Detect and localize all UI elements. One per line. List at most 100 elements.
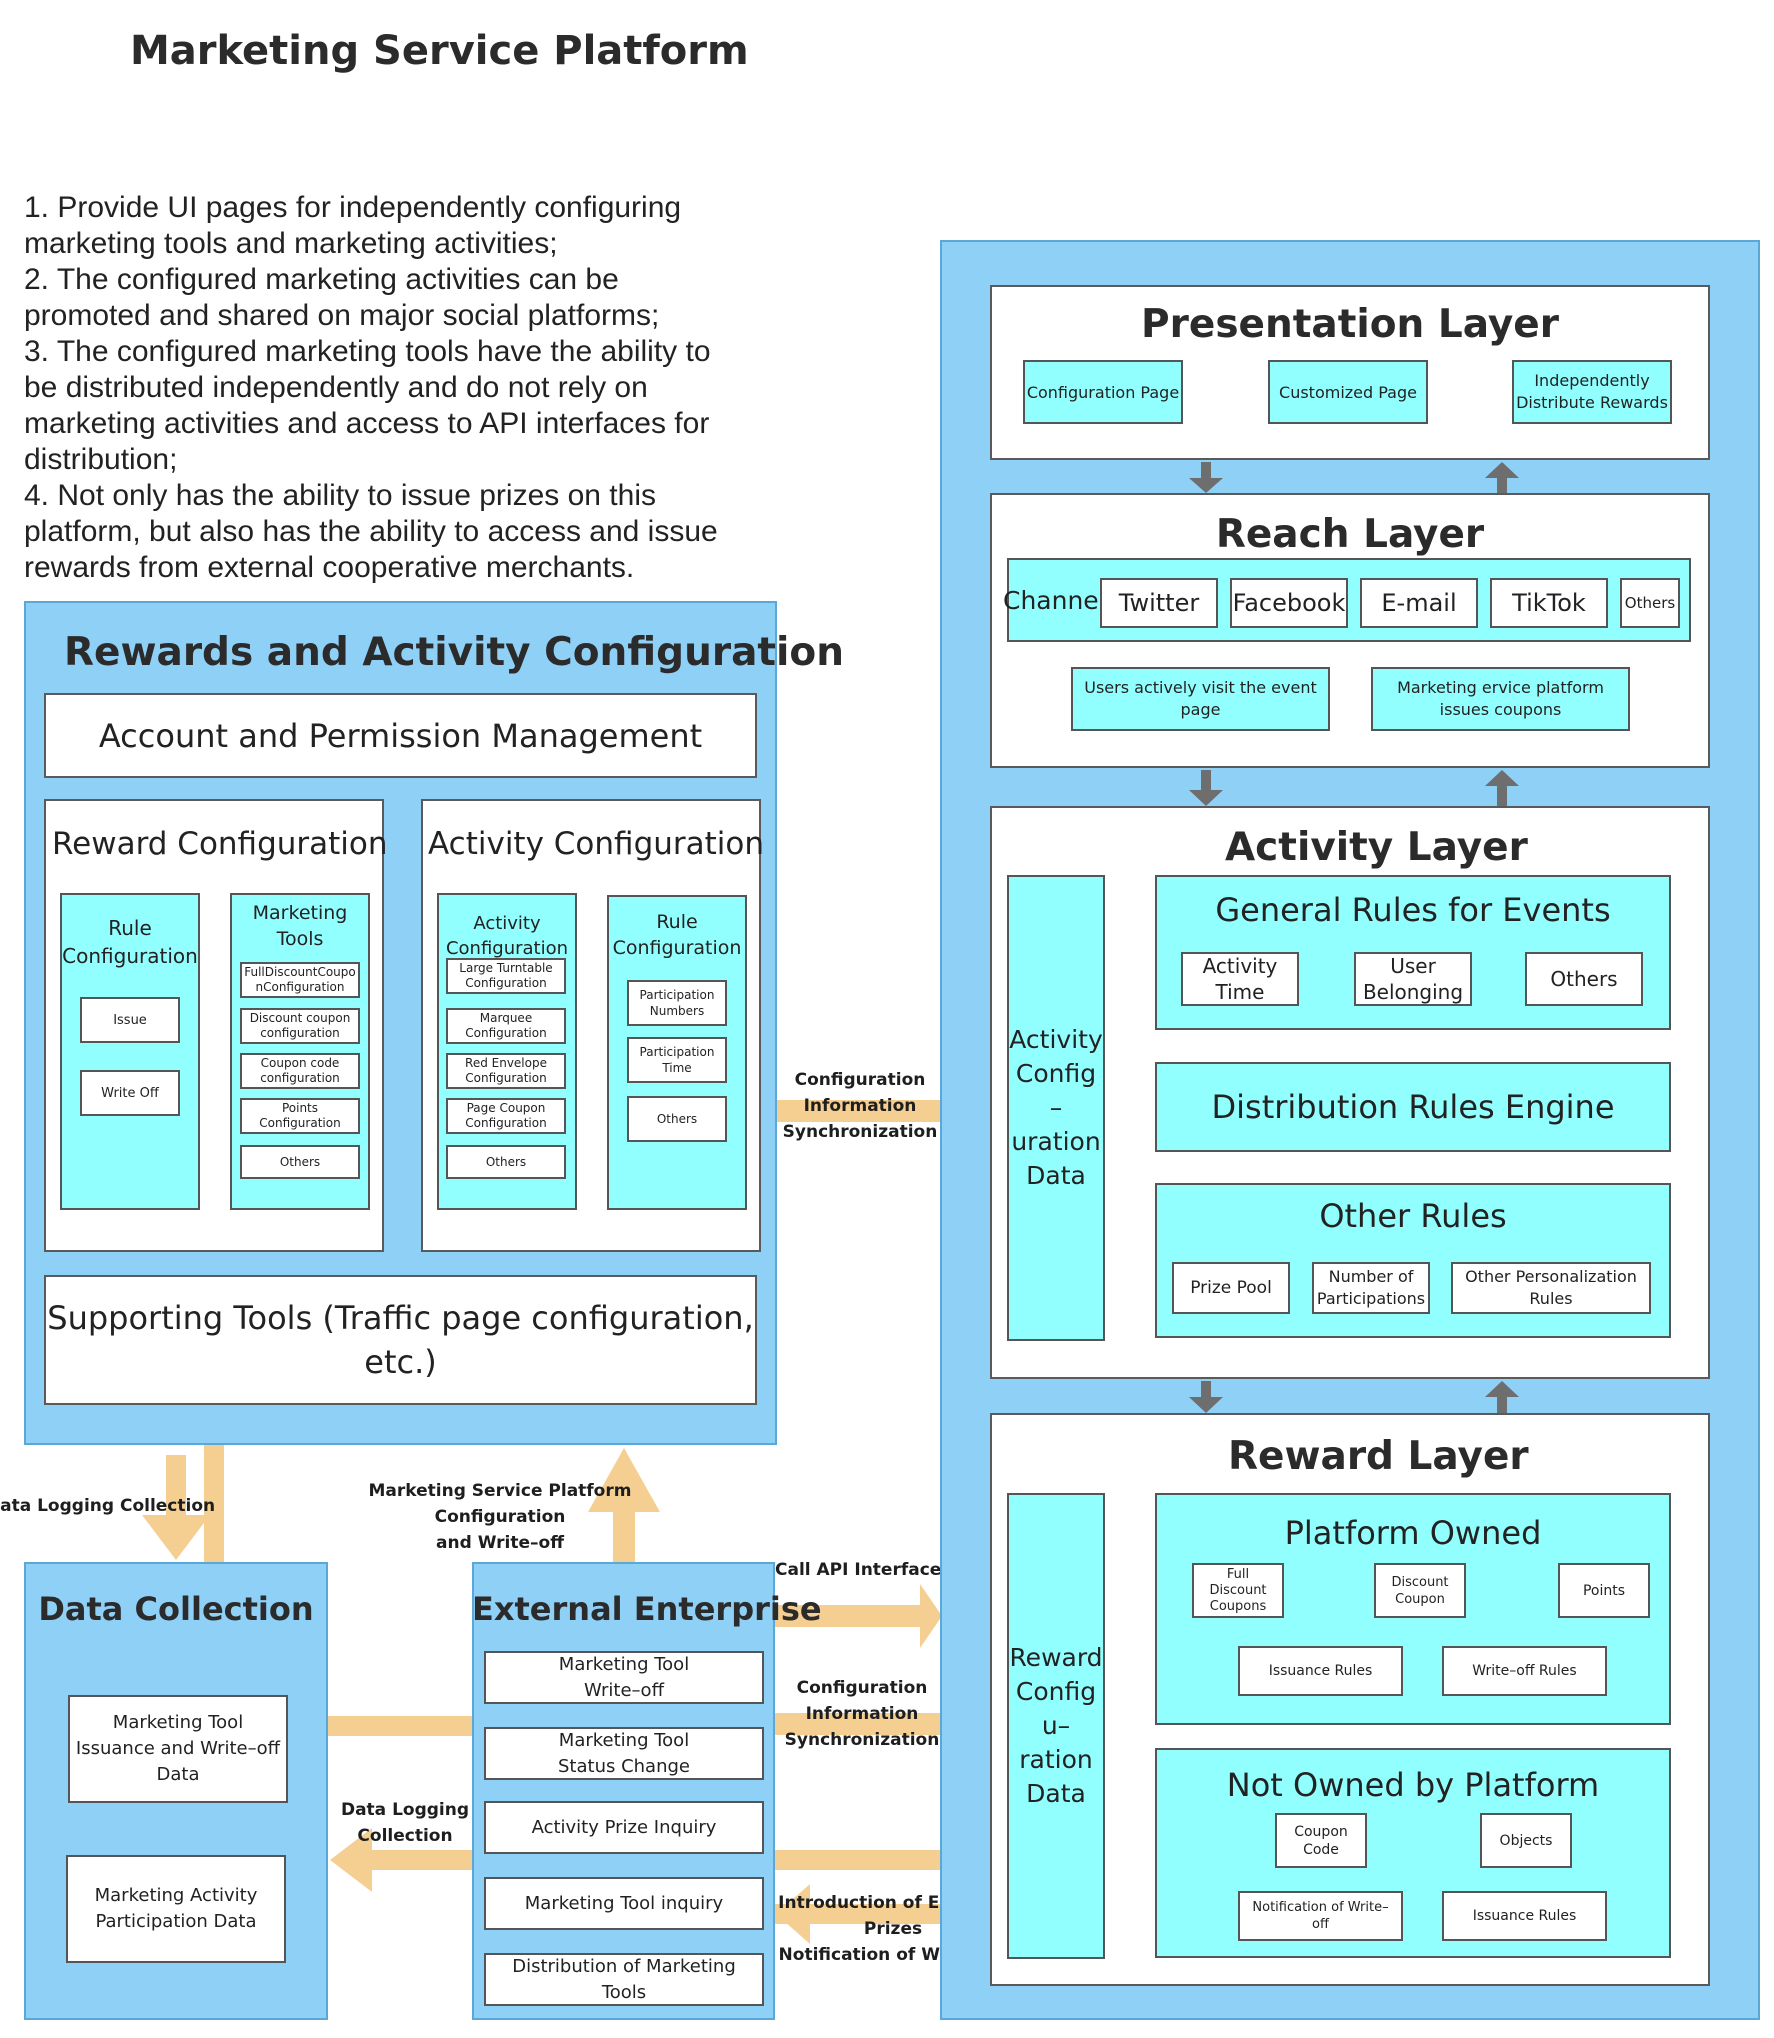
arrowhead-external-up xyxy=(588,1448,660,1512)
activity-time-item[interactable]: Activity Time xyxy=(1181,952,1299,1006)
description-line: promoted and shared on major social plat… xyxy=(24,299,660,332)
rule-config-others-item[interactable]: Others xyxy=(627,1096,727,1142)
description-line: 1. Provide UI pages for independently co… xyxy=(24,191,682,224)
title-line: Configuration xyxy=(612,937,742,959)
item-line: Configuration xyxy=(259,1116,341,1130)
item-line: Configuration Page xyxy=(1026,382,1180,402)
participation-time-item[interactable]: Participation Time xyxy=(627,1037,727,1083)
tool-writeoff-item[interactable]: Marketing Tool Write–off xyxy=(484,1651,764,1704)
activity-layer-title: Activity Layer xyxy=(1225,825,1528,870)
item-line: Full xyxy=(1226,1566,1250,1582)
platform-issuance-rules-item[interactable]: Issuance Rules xyxy=(1238,1646,1403,1696)
others-channel[interactable]: Others xyxy=(1620,578,1680,628)
item-line: Objects xyxy=(1499,1832,1553,1849)
write-off-item[interactable]: Write Off xyxy=(80,1070,180,1116)
description-line: platform, but also has the ability to ac… xyxy=(24,515,718,548)
activity-prize-inquiry-item[interactable]: Activity Prize Inquiry xyxy=(484,1801,764,1854)
item-line: Users actively visit the event xyxy=(1084,678,1317,697)
general-rules-others-item[interactable]: Others xyxy=(1525,952,1643,1006)
facebook-channel[interactable]: Facebook xyxy=(1230,578,1348,628)
notification-writeoff-item[interactable]: Notification of Write– off xyxy=(1238,1891,1403,1941)
description-line: 4. Not only has the ability to issue pri… xyxy=(24,479,656,512)
activity-config-others-item[interactable]: Others xyxy=(446,1145,566,1179)
description-line: distribution; xyxy=(24,443,178,476)
reward-configuration-title: Reward Configuration xyxy=(52,826,388,862)
page-coupon-config-item[interactable]: Page Coupon Configuration xyxy=(446,1098,566,1134)
column-line: uration xyxy=(1011,1127,1101,1156)
config-sync-top-label: Configuration Information Synchronizatio… xyxy=(740,1067,980,1145)
issue-item[interactable]: Issue xyxy=(80,997,180,1043)
red-envelope-config-item[interactable]: Red Envelope Configuration xyxy=(446,1053,566,1089)
item-line: Time xyxy=(662,1061,692,1075)
account-permission-label: Account and Permission Management xyxy=(98,716,703,755)
item-line: Others xyxy=(656,1112,698,1126)
distribution-tools-item[interactable]: Distribution of Marketing Tools xyxy=(484,1953,764,2006)
customized-page-item[interactable]: Customized Page xyxy=(1268,360,1428,424)
account-permission-box[interactable]: Account and Permission Management xyxy=(44,693,757,778)
column-line: Data xyxy=(1026,1161,1086,1190)
email-channel[interactable]: E-mail xyxy=(1360,578,1478,628)
points-config-item[interactable]: Points Configuration xyxy=(240,1098,360,1134)
item-line: Customized Page xyxy=(1279,382,1417,402)
rule-configuration-box xyxy=(60,893,200,1210)
users-visit-event-item[interactable]: Users actively visit the event page xyxy=(1071,667,1330,731)
external-issuance-rules-item[interactable]: Issuance Rules xyxy=(1442,1891,1607,1941)
discount-coupon-item[interactable]: Discount Coupon xyxy=(1374,1563,1466,1618)
full-discount-coupons-item[interactable]: Full Discount Coupons xyxy=(1192,1563,1284,1618)
data-collection-title: Data Collection xyxy=(38,1590,314,1628)
item-line: Coupon xyxy=(1294,1823,1348,1840)
reward-layer-title: Reward Layer xyxy=(1228,1434,1529,1479)
item-line: Distribution of Marketing xyxy=(512,1955,736,1977)
configuration-page-item[interactable]: Configuration Page xyxy=(1023,360,1183,424)
prize-pool-item[interactable]: Prize Pool xyxy=(1172,1262,1290,1314)
points-item[interactable]: Points xyxy=(1558,1563,1650,1618)
title-line: Rule xyxy=(108,916,152,940)
platform-owned-title: Platform Owned xyxy=(1284,1514,1542,1552)
tool-inquiry-item[interactable]: Marketing Tool inquiry xyxy=(484,1877,764,1930)
item-line: Belonging xyxy=(1362,980,1464,1004)
column-line: u– xyxy=(1041,1711,1071,1740)
independently-distribute-rewards-item[interactable]: Independently Distribute Rewards xyxy=(1512,360,1672,424)
coupon-code-config-item[interactable]: Coupon code configuration xyxy=(240,1053,360,1089)
objects-item[interactable]: Objects xyxy=(1480,1813,1572,1868)
external-enterprise-panel xyxy=(472,1562,775,2020)
participation-numbers-item[interactable]: Participation Numbers xyxy=(627,980,727,1026)
item-line: Discount coupon xyxy=(249,1011,351,1025)
fulldiscount-coupon-config-item[interactable]: FullDiscountCoupo nConfiguration xyxy=(240,962,360,998)
item-line: Issuance and Write–off xyxy=(75,1738,281,1759)
item-line: Participation xyxy=(639,988,715,1002)
marquee-config-item[interactable]: Marquee Configuration xyxy=(446,1008,566,1044)
activity-participation-data-box[interactable]: Marketing Activity Participation Data xyxy=(66,1855,286,1963)
item-line: Time xyxy=(1215,980,1265,1004)
tiktok-channel[interactable]: TikTok xyxy=(1490,578,1608,628)
discount-coupon-config-item[interactable]: Discount coupon configuration xyxy=(240,1008,360,1044)
column-line: – xyxy=(1049,1093,1063,1122)
large-turntable-config-item[interactable]: Large Turntable Configuration xyxy=(446,958,566,994)
platform-issues-coupons-item[interactable]: Marketing ervice platform issues coupons xyxy=(1371,667,1630,731)
item-line: Write–off Rules xyxy=(1472,1663,1577,1679)
user-belonging-item[interactable]: User Belonging xyxy=(1354,952,1472,1006)
item-line: configuration xyxy=(260,1026,340,1040)
tool-issuance-writeoff-data-box[interactable]: Marketing Tool Issuance and Write–off Da… xyxy=(68,1695,288,1803)
platform-writeoff-rules-item[interactable]: Write–off Rules xyxy=(1442,1646,1607,1696)
external-enterprise-title: External Enterprise xyxy=(472,1590,822,1628)
item-line: Discount xyxy=(1391,1574,1449,1590)
item-line: Notification of Write– xyxy=(1252,1900,1389,1915)
description-line: 2. The configured marketing activities c… xyxy=(24,263,619,296)
channel-label: Channel xyxy=(1003,586,1106,615)
item-line: Issuance Rules xyxy=(1472,1908,1577,1924)
supporting-tools-box[interactable]: Supporting Tools (Traffic page configura… xyxy=(44,1275,757,1405)
item-line: Status Change xyxy=(558,1755,690,1777)
item-line: Configuration xyxy=(465,1071,547,1085)
channel-name: E-mail xyxy=(1381,589,1457,617)
tool-status-change-item[interactable]: Marketing Tool Status Change xyxy=(484,1727,764,1780)
description-line: be distributed independently and do not … xyxy=(24,371,648,404)
marketing-tools-others-item[interactable]: Others xyxy=(240,1145,360,1179)
other-personalization-rules-item[interactable]: Other Personalization Rules xyxy=(1451,1262,1651,1314)
twitter-channel[interactable]: Twitter xyxy=(1100,578,1218,628)
title-line: Activity xyxy=(473,913,541,934)
coupon-code-item[interactable]: Coupon Code xyxy=(1275,1813,1367,1868)
distribution-rules-engine-box[interactable]: Distribution Rules Engine xyxy=(1155,1062,1671,1152)
number-of-participations-item[interactable]: Number of Participations xyxy=(1312,1262,1430,1314)
